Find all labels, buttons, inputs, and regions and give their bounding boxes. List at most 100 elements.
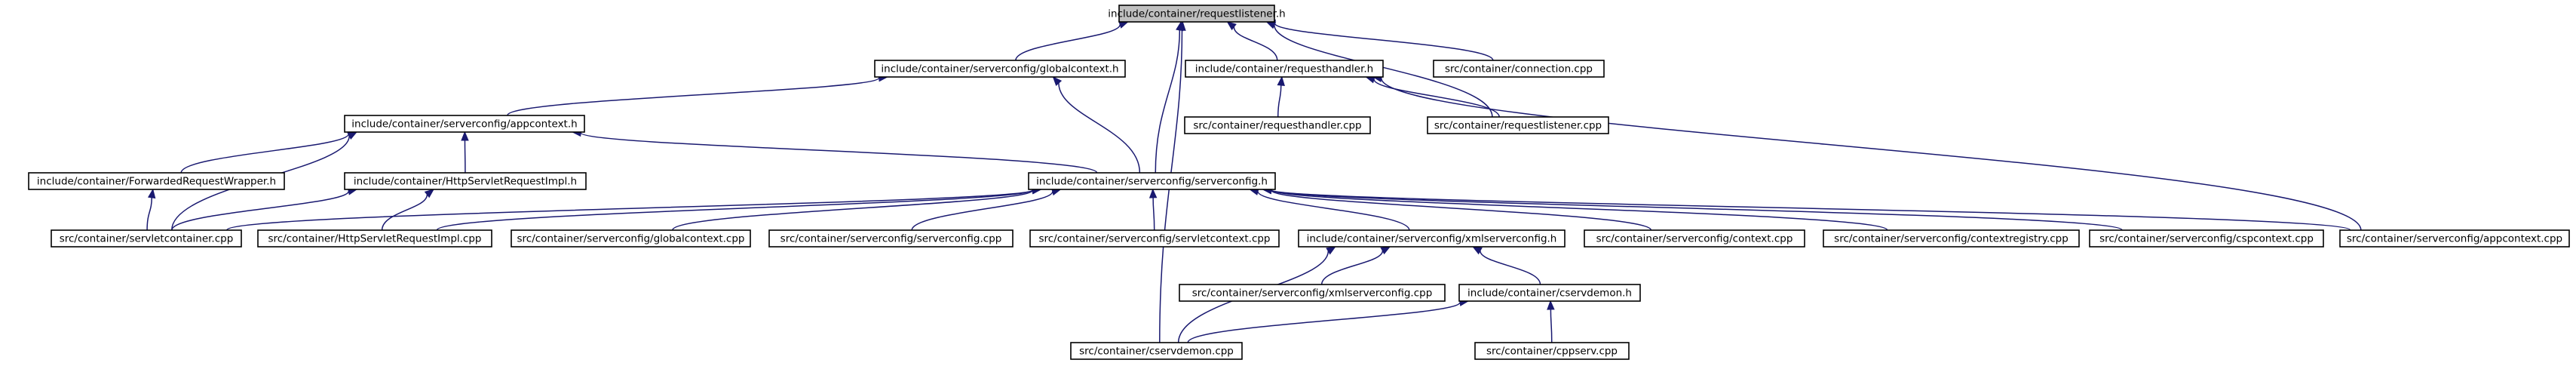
node-serverconfig-h[interactable]: include/container/serverconfig/servercon…: [1028, 172, 1276, 190]
edge-appcontext_cpp-to-serverconfig_h: [1262, 186, 2351, 231]
node-label: include/container/serverconfig/globalcon…: [881, 63, 1118, 75]
edge-line: [381, 194, 428, 231]
edge-cppserv_cpp-to-cservdemon_h: [1547, 300, 1555, 343]
node-requestlistener-h: include/container/requestlistener.h: [1108, 5, 1286, 23]
node-label: include/container/serverconfig/xmlserver…: [1307, 233, 1557, 245]
edge-serverconfig_h-to-appcontext_h: [571, 128, 1098, 174]
node-box: [1584, 229, 1805, 248]
node-cppserv-cpp[interactable]: src/container/cppserv.cpp: [1474, 342, 1630, 360]
node-label: include/container/requestlistener.h: [1108, 8, 1285, 20]
node-box: [1823, 229, 2080, 248]
arrowhead-icon: [461, 131, 469, 141]
node-label: src/container/cservdemon.cpp: [1079, 346, 1234, 358]
edge-httpreqimpl_cpp-to-httpreqimpl_h: [381, 189, 435, 231]
arrowhead-icon: [1178, 20, 1186, 31]
node-httpreqimpl-cpp[interactable]: src/container/HttpServletRequestImpl.cpp: [257, 229, 492, 248]
node-box: [768, 229, 1014, 248]
node-label: src/container/serverconfig/cspcontext.cp…: [2099, 233, 2314, 245]
edge-line: [1270, 189, 1888, 231]
node-requesthandler-cpp[interactable]: src/container/requesthandler.cpp: [1184, 116, 1371, 134]
node-cspcontext-cpp[interactable]: src/container/serverconfig/cspcontext.cp…: [2089, 229, 2324, 248]
node-box: [28, 172, 285, 190]
node-context-cpp[interactable]: src/container/serverconfig/context.cpp: [1584, 229, 1805, 248]
node-appcontext-h[interactable]: include/container/serverconfig/appcontex…: [344, 115, 585, 133]
edge-line: [1270, 189, 1652, 231]
node-box: [51, 229, 242, 248]
node-cservdemon-h[interactable]: include/container/cservdemon.h: [1458, 284, 1641, 302]
node-cservdemon-cpp[interactable]: src/container/cservdemon.cpp: [1070, 342, 1243, 360]
edge-line: [1480, 251, 1541, 285]
node-serverconfig-cpp[interactable]: src/container/serverconfig/serverconfig.…: [768, 229, 1014, 248]
edge-line: [1277, 85, 1282, 118]
node-globalcontext-cpp[interactable]: src/container/serverconfig/globalcontext…: [511, 229, 751, 248]
node-label: src/container/serverconfig/servletcontex…: [1038, 233, 1270, 245]
node-box: [511, 229, 751, 248]
arrowhead-icon: [1277, 75, 1285, 86]
node-label: include/container/ForwardedRequestWrappe…: [37, 176, 276, 188]
edge-appcontext_cpp-to-requesthandler_h: [1372, 74, 2362, 231]
node-label: src/container/HttpServletRequestImpl.cpp: [268, 233, 482, 245]
node-appcontext-cpp[interactable]: src/container/serverconfig/appcontext.cp…: [2339, 229, 2570, 248]
edge-line: [672, 189, 1034, 231]
node-box: [1185, 60, 1384, 78]
edge-line: [1155, 29, 1181, 174]
node-box: [874, 60, 1126, 78]
edge-line: [225, 189, 1034, 231]
edge-line: [1320, 251, 1384, 285]
node-fwdwrapper-h[interactable]: include/container/ForwardedRequestWrappe…: [28, 172, 285, 190]
node-httpreqimpl-h[interactable]: include/container/HttpServletRequestImpl…: [344, 172, 587, 190]
node-label: src/container/serverconfig/xmlserverconf…: [1192, 288, 1433, 300]
edge-line: [911, 191, 1053, 231]
edge-serverconfig_cpp-to-serverconfig_h: [911, 187, 1062, 231]
edge-line: [507, 77, 880, 116]
edge-line: [171, 190, 350, 231]
edge-xmlserverconfig_h-to-serverconfig_h: [1249, 187, 1410, 231]
edge-line: [180, 134, 350, 174]
edge-servletcontainer_cpp-to-fwdwrapper_h: [146, 188, 156, 231]
node-label: src/container/requestlistener.cpp: [1434, 120, 1602, 132]
edge-requesthandler_cpp-to-requesthandler_h: [1277, 75, 1285, 118]
node-connection-cpp[interactable]: src/container/connection.cpp: [1433, 60, 1605, 78]
edge-appcontext_h-to-globalcontext_h: [507, 73, 888, 116]
edge-line: [1270, 189, 2351, 231]
node-label: src/container/serverconfig/context.cpp: [1596, 233, 1793, 245]
node-box: [1070, 342, 1243, 360]
node-servletcontext-cpp[interactable]: src/container/serverconfig/servletcontex…: [1029, 229, 1280, 248]
node-xmlserverconfig-h[interactable]: include/container/serverconfig/xmlserver…: [1298, 229, 1566, 248]
edge-line: [1257, 191, 1410, 231]
node-box: [1474, 342, 1630, 360]
node-globalcontext-h[interactable]: include/container/serverconfig/globalcon…: [874, 60, 1126, 78]
edge-cspcontext_cpp-to-serverconfig_h: [1262, 186, 2123, 231]
node-requestlistener-cpp[interactable]: src/container/requestlistener.cpp: [1427, 116, 1609, 134]
node-label: include/container/cservdemon.h: [1467, 288, 1632, 300]
edge-connection_cpp-to-requestlistener_h: [1265, 19, 1494, 61]
node-label: src/container/connection.cpp: [1445, 63, 1593, 75]
node-label: src/container/serverconfig/contextregist…: [1834, 233, 2068, 245]
edge-line: [1187, 301, 1461, 343]
node-box: [1458, 284, 1641, 302]
node-contextregistry-cpp[interactable]: src/container/serverconfig/contextregist…: [1823, 229, 2080, 248]
node-label: src/container/serverconfig/serverconfig.…: [780, 233, 1002, 245]
node-xmlserverconfig-cpp[interactable]: src/container/serverconfig/xmlserverconf…: [1179, 284, 1446, 302]
node-box: [1427, 116, 1609, 134]
node-box: [1029, 229, 1280, 248]
node-label: src/container/serverconfig/globalcontext…: [517, 233, 745, 245]
edge-serverconfig_h-to-globalcontext_h: [1052, 76, 1141, 174]
node-box: [1433, 60, 1605, 78]
edge-cservdemon_h-to-xmlserverconfig_h: [1472, 246, 1541, 285]
node-label: src/container/requesthandler.cpp: [1193, 120, 1361, 132]
edge-line: [436, 189, 1034, 231]
arrowhead-icon: [147, 188, 156, 199]
edge-line: [1058, 83, 1141, 174]
node-servletcontainer-cpp[interactable]: src/container/servletcontainer.cpp: [51, 229, 242, 248]
node-box: [1298, 229, 1566, 248]
node-label: include/container/serverconfig/servercon…: [1036, 176, 1268, 188]
edge-line: [1015, 24, 1121, 61]
node-box: [344, 115, 585, 133]
node-requesthandler-h[interactable]: include/container/requesthandler.h: [1185, 60, 1384, 78]
edge-requestlistener_cpp-to-requesthandler_h: [1365, 75, 1500, 118]
edge-servletcontext_cpp-to-serverconfig_h: [1148, 188, 1158, 231]
arrowhead-icon: [1148, 188, 1158, 198]
edge-globalcontext_h-to-requestlistener_h: [1015, 20, 1129, 61]
